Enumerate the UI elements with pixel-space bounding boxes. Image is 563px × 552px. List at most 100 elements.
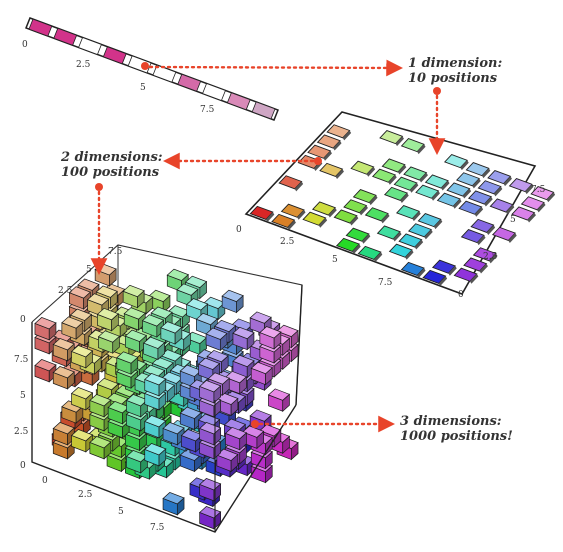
cube (162, 492, 185, 516)
cube-face (232, 354, 255, 368)
cube-face (77, 278, 100, 291)
cube-face (95, 285, 118, 298)
cube (259, 326, 282, 350)
cube (197, 357, 221, 382)
cube (250, 361, 273, 386)
cube-bottom-tick-2-5: 2.5 (78, 490, 93, 500)
arrow-origin-dot-3d (251, 420, 259, 428)
cube (123, 307, 146, 331)
cube-bottom-tick-5: 5 (118, 507, 124, 517)
strip-cell (152, 64, 177, 83)
plane-tile-edge (441, 180, 450, 191)
one-dimension-strip: 0 2.5 5 7.5 (22, 17, 279, 121)
cube (267, 388, 291, 413)
cube-face (96, 377, 120, 391)
cube (89, 394, 112, 418)
cube-face (124, 329, 148, 342)
strip-cells (28, 18, 276, 120)
cube-face (144, 443, 167, 456)
cube-face (221, 289, 244, 303)
plane-tile-edge (287, 220, 296, 230)
plane-tile-edge (424, 229, 433, 240)
cube-top-tick-0: 0 (20, 315, 26, 325)
plane-tile-edge (472, 178, 481, 189)
cube (232, 326, 255, 351)
plane-tile-edge (333, 140, 342, 151)
cube (141, 314, 165, 338)
label-two-dimensions: 2 dimensions: 100 positions (61, 150, 163, 180)
cube (185, 298, 209, 322)
two-dimension-plane: 0 2.5 5 7.5 0 2.5 5 7.5 (236, 111, 556, 300)
cube-face (89, 394, 112, 407)
plane-left-tick-7-5: 7.5 (378, 278, 393, 288)
cube (61, 316, 84, 340)
strip-tick-7-5: 7.5 (200, 105, 215, 115)
cube-face (142, 336, 166, 349)
cube (205, 327, 228, 352)
cube-face (122, 284, 145, 298)
cube-face (184, 275, 208, 289)
plane-tile-edge (397, 164, 407, 175)
plane-tile-edge (342, 130, 352, 141)
plane-tile-edge (359, 205, 368, 216)
cube (224, 426, 248, 451)
plane-tile-edge (412, 211, 421, 222)
colored-cubes (34, 263, 299, 530)
cube-face (160, 321, 183, 334)
cube-face (123, 307, 146, 320)
arrow-origin-dot-1d (141, 62, 149, 70)
cube (89, 436, 112, 460)
plane-tile-edge (546, 192, 556, 203)
cube (52, 338, 75, 362)
label-one-dimension-title: 1 dimension: (408, 56, 503, 71)
cube (34, 359, 57, 383)
cube-top-tick-2-5: 2.5 (58, 286, 73, 296)
cube-face (216, 448, 239, 461)
cube (96, 307, 120, 332)
cube-bottom-tick-7-5: 7.5 (150, 523, 165, 533)
cube-face (116, 351, 139, 364)
plane-tile-edge (527, 212, 536, 223)
cube-face (198, 380, 222, 393)
cube (52, 366, 75, 390)
label-three-dimensions-title: 3 dimensions: (400, 414, 502, 429)
cube-face (179, 406, 202, 419)
cube (144, 415, 167, 439)
cube-face (213, 319, 237, 333)
cube (116, 351, 139, 375)
arrow-1d-to-label (148, 59, 404, 77)
strip-cell (177, 73, 202, 92)
plane-tile-edge (335, 169, 344, 179)
strip-tick-0: 0 (22, 40, 28, 50)
cube (122, 284, 145, 309)
cube-face (148, 289, 171, 303)
cube (221, 289, 244, 314)
cube (179, 406, 202, 431)
plane-tile-edge (400, 193, 409, 203)
cube (97, 330, 121, 354)
cube-face (97, 330, 121, 343)
cube-face (52, 422, 75, 435)
strip-cell (78, 36, 102, 56)
cube-face (89, 436, 112, 449)
plane-tiles (249, 124, 556, 286)
cube (68, 286, 92, 310)
cube-face (144, 373, 167, 386)
cube (160, 321, 183, 345)
plane-left-tick-0: 0 (236, 225, 242, 235)
cube-face (162, 422, 185, 435)
cube-vtick-5: 5 (20, 391, 26, 401)
cube-face (34, 359, 57, 372)
cube (70, 387, 94, 411)
cube (198, 506, 222, 530)
plane-tile-edge (486, 225, 496, 235)
cube-vtick-2-5: 2.5 (14, 427, 29, 437)
cube (162, 422, 185, 446)
plane-left-tick-5: 5 (332, 255, 338, 265)
plane-tile-edge (484, 196, 493, 207)
plane-tile-edge (537, 202, 546, 213)
cube-face (162, 492, 185, 505)
cube-face (52, 366, 75, 379)
plane-tile-edge (525, 184, 534, 195)
